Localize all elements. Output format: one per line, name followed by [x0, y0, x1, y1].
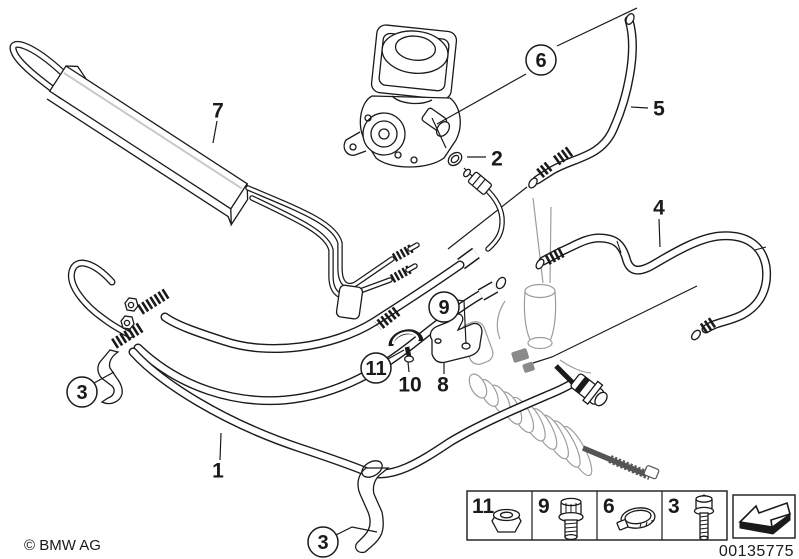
callout-leader-line — [630, 106, 649, 109]
legend-number: 9 — [538, 495, 550, 518]
hose-junction-cluster — [67, 259, 170, 349]
return-hose-drawing — [128, 347, 608, 479]
banjo-bolt — [124, 297, 139, 312]
power-steering-pump-drawing — [343, 24, 461, 168]
callout-leader-line — [407, 361, 410, 373]
callout-number: 5 — [653, 98, 665, 121]
callout-number: 3 — [76, 382, 87, 404]
callout-number: 8 — [437, 374, 449, 397]
cooler-pipes-drawing — [245, 185, 420, 320]
legend-number: 11 — [472, 495, 495, 518]
return-hose-rack-connector — [554, 364, 608, 407]
flange-screw-icon — [558, 497, 584, 541]
legend-number: 3 — [668, 495, 680, 518]
callout-number: 1 — [212, 460, 224, 483]
holder-bracket-bottom — [354, 460, 390, 554]
callout-leader-line — [219, 432, 222, 461]
callout-11-circled[interactable]: 11 — [360, 349, 405, 384]
hose-clamp-position — [534, 161, 553, 180]
callout-number: 3 — [317, 532, 328, 554]
callout-leader-line — [436, 73, 527, 125]
callout-5[interactable]: 5 — [630, 98, 665, 121]
banjo-fitting — [137, 288, 170, 315]
legend-cell-screw[interactable]: 9 — [538, 495, 584, 541]
callout-circle — [66, 376, 98, 408]
legend-cell-nut[interactable]: 11 — [472, 495, 522, 533]
callout-number: 2 — [491, 148, 503, 171]
pipe-quick-connector — [391, 244, 415, 262]
callout-2[interactable]: 2 — [467, 148, 503, 171]
callout-circle — [307, 526, 339, 558]
hose-quick-connector — [697, 317, 717, 335]
pipe-quick-connector — [389, 265, 413, 283]
pipe-holder — [335, 284, 364, 320]
banjo-bolt — [120, 315, 135, 330]
callout-9-circled[interactable]: 9 — [428, 291, 467, 345]
callout-4[interactable]: 4 — [653, 197, 665, 248]
legend-cell-clamp[interactable]: 6 — [603, 495, 656, 531]
nav-arrow-box[interactable] — [732, 494, 796, 539]
hose-clamp-part — [388, 329, 424, 363]
callout-layer: 7 6 2 5 4 9 11 10 8 3 1 3 — [66, 7, 665, 558]
callout-circle — [525, 44, 557, 76]
callout-circle — [360, 352, 392, 384]
callout-leader-line — [335, 526, 378, 536]
callout-8[interactable]: 8 — [437, 362, 449, 397]
legend-number: 6 — [603, 495, 615, 518]
hose-clamp-icon — [616, 507, 656, 531]
diagram-part-number: 00135775 — [719, 543, 794, 559]
callout-leader-line — [93, 371, 115, 384]
callout-leader-line — [658, 218, 661, 248]
callout-3-circled[interactable]: 3 — [307, 526, 378, 558]
holder-bracket-left — [97, 349, 123, 405]
hex-nut-icon — [491, 508, 522, 533]
hose4-connection-axis — [532, 285, 698, 364]
callout-leader-line — [212, 120, 218, 144]
legend-cell-bolt[interactable]: 3 — [668, 494, 715, 541]
callout-number: 10 — [398, 374, 421, 397]
callout-number: 9 — [438, 297, 449, 319]
steering-rack-drawing — [460, 197, 660, 480]
callout-number: 11 — [365, 358, 386, 380]
callout-number: 6 — [535, 50, 546, 72]
pressure-hose-drawing — [535, 231, 772, 341]
copyright-notice: © BMW AG — [24, 537, 101, 554]
callout-1[interactable]: 1 — [212, 432, 224, 483]
o-ring-seal — [447, 151, 463, 167]
callout-leader-line — [387, 349, 405, 360]
banjo-fitting — [111, 322, 144, 349]
suction-hose-drawing — [528, 13, 637, 189]
callout-leader-line — [556, 7, 638, 47]
fastener-legend: 11 9 6 — [466, 490, 796, 541]
callout-circle — [428, 291, 460, 323]
callout-10[interactable]: 10 — [398, 361, 422, 397]
callout-number: 7 — [212, 100, 224, 123]
hex-bolt-icon — [693, 494, 715, 541]
callout-number: 4 — [653, 197, 665, 220]
tie-rod — [581, 445, 660, 480]
back-arrow-icon — [738, 501, 791, 535]
callout-6-circled[interactable]: 6 — [436, 7, 638, 125]
oil-cooler-drawing — [9, 40, 249, 227]
callout-7[interactable]: 7 — [212, 100, 224, 144]
pump-suction-pipe-drawing — [160, 168, 505, 353]
callout-3-circled[interactable]: 3 — [66, 371, 115, 408]
callout-leader-line — [456, 299, 467, 345]
